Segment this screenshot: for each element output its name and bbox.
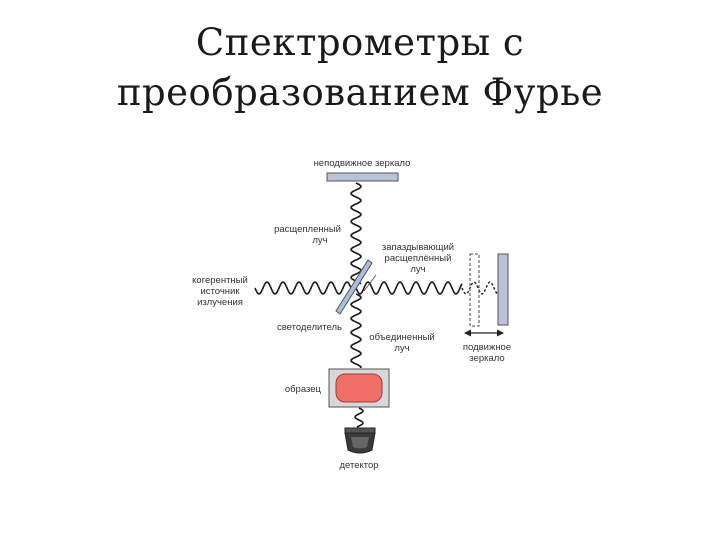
label-moving-mirror-line-1: подвижное — [463, 342, 511, 353]
label-moving-mirror-line-2: зеркало — [469, 353, 504, 364]
label-delayed-beam-line-1: запаздывающий — [382, 242, 454, 253]
label-source-line-2: источник — [200, 286, 240, 297]
moving-mirror-position-1 — [469, 253, 480, 327]
label-split-beam-line-1: расщепленный — [274, 224, 341, 235]
label-delayed-beam-line-3: луч — [410, 264, 425, 275]
moving-mirror — [497, 253, 509, 326]
sample-to-detector-wave — [354, 407, 364, 428]
label-combined-beam-line-2: луч — [394, 343, 409, 354]
split-beam-wave-right — [355, 281, 463, 295]
label-source-line-1: когерентный — [192, 275, 248, 286]
combined-beam-wave — [350, 293, 362, 368]
label-beamsplitter: светоделитель — [277, 322, 342, 333]
slide-title-line-2: преобразованием Фурье — [116, 71, 604, 114]
label-source-line-3: излучения — [197, 297, 243, 308]
slide-title: Спектрометры с преобразованием Фурье — [0, 18, 720, 118]
split-beam-wave-up — [350, 182, 362, 285]
detector-window — [351, 437, 369, 449]
beamsplitter — [335, 259, 373, 315]
sample — [335, 373, 383, 403]
detector-top — [344, 427, 376, 434]
slide-title-line-1: Спектрометры с — [195, 21, 525, 64]
label-combined-beam-line-1: объединенный — [369, 332, 434, 343]
label-split-beam-line-2: луч — [312, 235, 327, 246]
moving-mirror-arrowhead-left — [464, 329, 471, 337]
label-delayed-beam-line-2: расщеплённый — [385, 253, 452, 264]
delayed-beam-leader — [363, 274, 377, 292]
label-detector: детектор — [339, 460, 378, 471]
source-wave — [254, 281, 353, 295]
label-fixed-mirror: неподвижное зеркало — [314, 158, 411, 169]
label-sample: образец — [285, 384, 322, 395]
fixed-mirror — [326, 172, 399, 182]
moving-mirror-arrowhead-right — [497, 329, 504, 337]
